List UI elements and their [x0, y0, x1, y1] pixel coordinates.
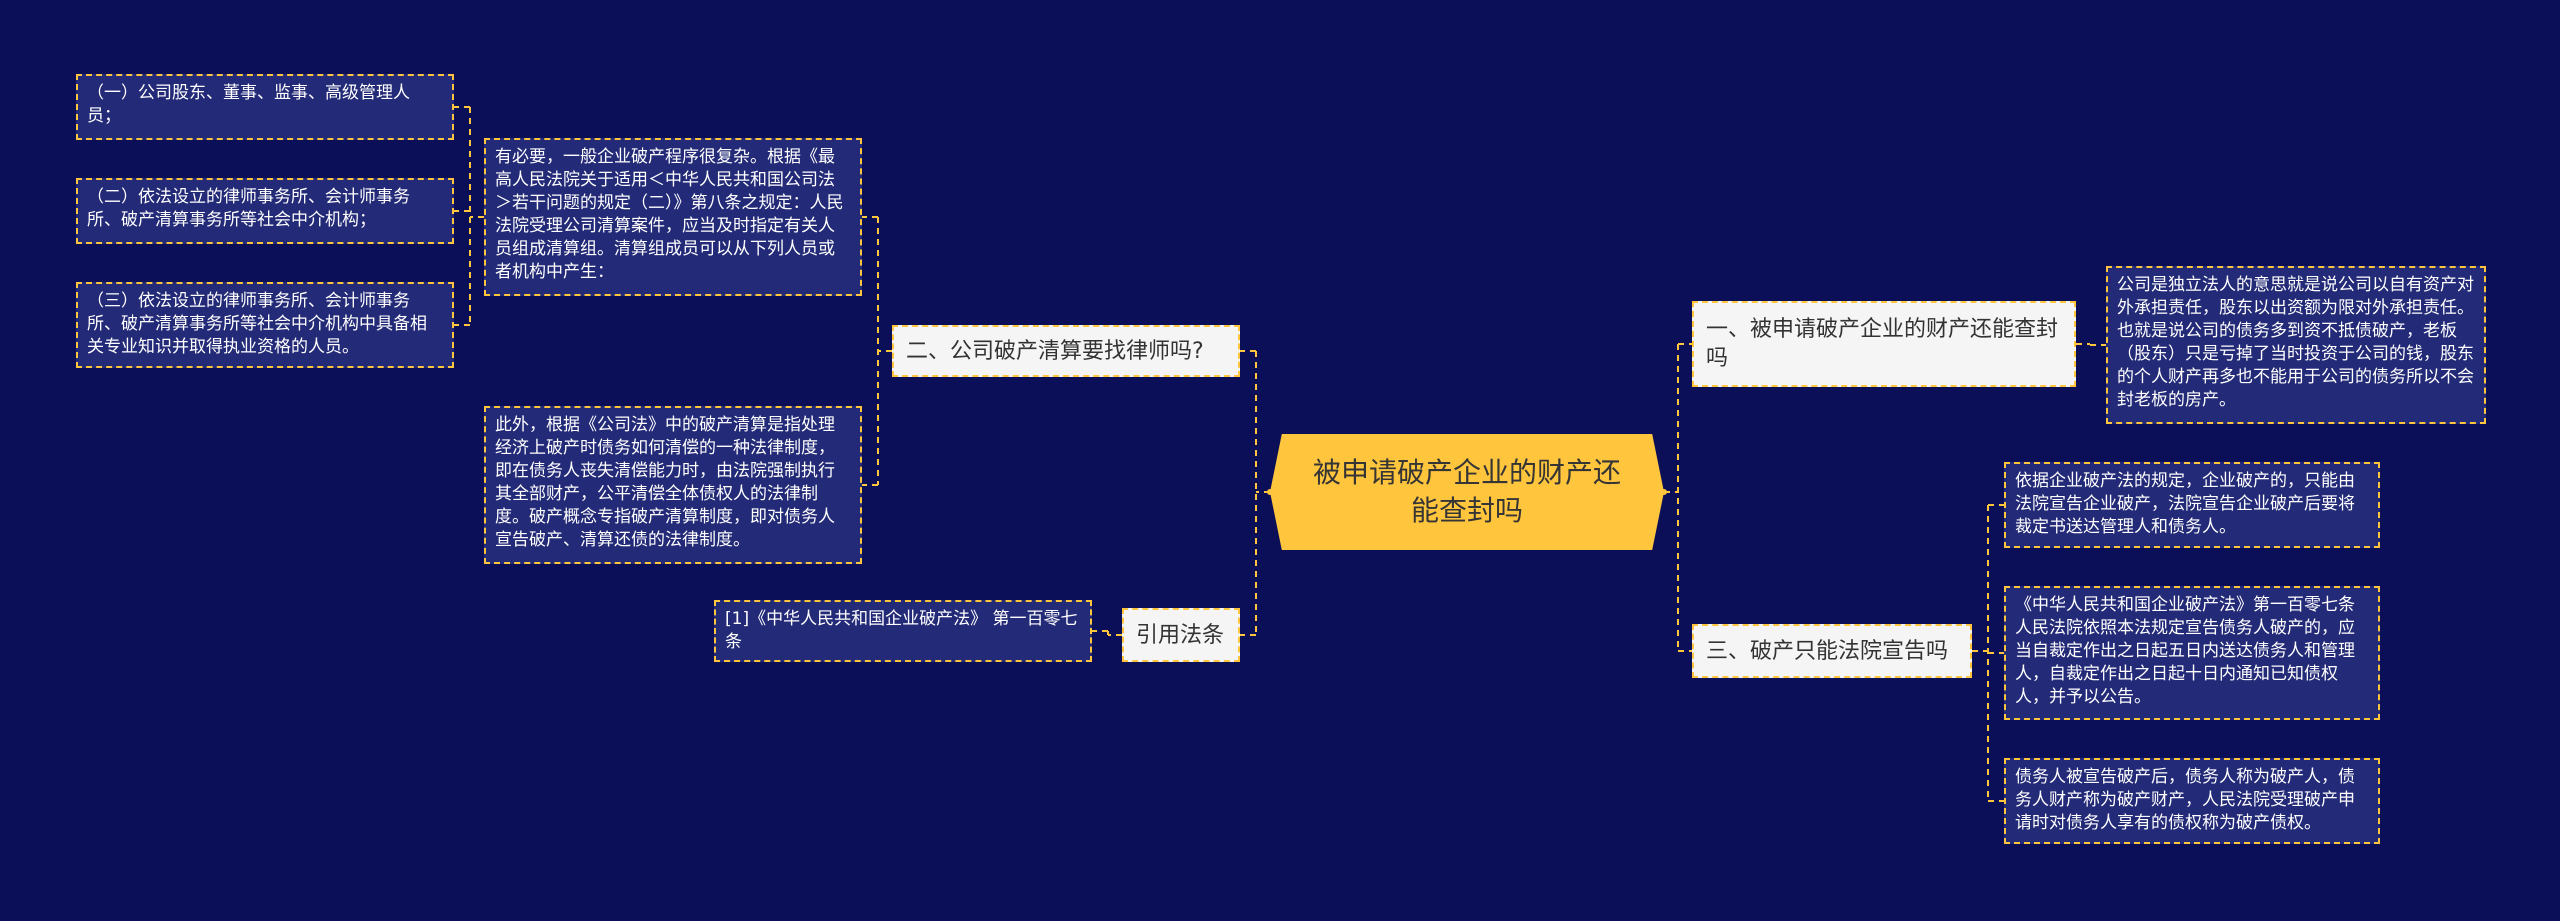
leaf-bankrupt-terms[interactable]: 债务人被宣告破产后，债务人称为破产人，债务人财产称为破产财产，人民法院受理破产申… [2004, 758, 2380, 844]
leaf-court-only-declaration[interactable]: 依据企业破产法的规定，企业破产的，只能由法院宣告企业破产，法院宣告企业破产后要将… [2004, 462, 2380, 548]
central-topic[interactable]: 被申请破产企业的财产还能查封吗 [1270, 434, 1664, 550]
leaf-bankruptcy-liquidation-definition[interactable]: 此外，根据《公司法》中的破产清算是指处理经济上破产时债务如何清偿的一种法律制度，… [484, 406, 862, 564]
leaf-text: 有必要，一般企业破产程序很复杂。根据《最高人民法院关于适用＜中华人民共和国公司法… [495, 147, 844, 282]
leaf-text: 依据企业破产法的规定，企业破产的，只能由法院宣告企业破产，法院宣告企业破产后要将… [2015, 471, 2355, 537]
leaf-text: （三）依法设立的律师事务所、会计师事务所、破产清算事务所等社会中介机构中具备相关… [87, 291, 427, 357]
subleaf-qualified-professionals[interactable]: （三）依法设立的律师事务所、会计师事务所、破产清算事务所等社会中介机构中具备相关… [76, 282, 454, 368]
branch-court-declaration[interactable]: 三、破产只能法院宣告吗 [1692, 624, 1972, 678]
subleaf-shareholders-directors[interactable]: （一）公司股东、董事、监事、高级管理人员； [76, 74, 454, 140]
leaf-text: （一）公司股东、董事、监事、高级管理人员； [87, 83, 410, 126]
leaf-independent-legal-person[interactable]: 公司是独立法人的意思就是说公司以自有资产对外承担责任，股东以出资额为限对外承担责… [2106, 266, 2486, 424]
branch-label: 引用法条 [1136, 622, 1225, 648]
branch-label: 三、破产只能法院宣告吗 [1706, 638, 1949, 664]
branch-cited-law[interactable]: 引用法条 [1122, 608, 1240, 662]
subleaf-intermediary-agencies[interactable]: （二）依法设立的律师事务所、会计师事务所、破产清算事务所等社会中介机构； [76, 178, 454, 244]
central-topic-label: 被申请破产企业的财产还能查封吗 [1312, 456, 1621, 527]
branch-label: 一、被申请破产企业的财产还能查封吗 [1706, 317, 2059, 371]
branch-property-seizure[interactable]: 一、被申请破产企业的财产还能查封吗 [1692, 301, 2076, 387]
leaf-text: 债务人被宣告破产后，债务人称为破产人，债务人财产称为破产财产，人民法院受理破产申… [2015, 767, 2355, 833]
leaf-text: 《中华人民共和国企业破产法》第一百零七条人民法院依照本法规定宣告债务人破产的，应… [2015, 595, 2355, 707]
branch-label: 二、公司破产清算要找律师吗? [906, 338, 1204, 364]
leaf-text: [1]《中华人民共和国企业破产法》 第一百零七条 [725, 609, 1078, 652]
leaf-text: 此外，根据《公司法》中的破产清算是指处理经济上破产时债务如何清偿的一种法律制度，… [495, 415, 835, 550]
leaf-citation-article-107[interactable]: [1]《中华人民共和国企业破产法》 第一百零七条 [714, 600, 1092, 662]
leaf-text: （二）依法设立的律师事务所、会计师事务所、破产清算事务所等社会中介机构； [87, 187, 410, 230]
leaf-article-107[interactable]: 《中华人民共和国企业破产法》第一百零七条人民法院依照本法规定宣告债务人破产的，应… [2004, 586, 2380, 720]
leaf-text: 公司是独立法人的意思就是说公司以自有资产对外承担责任，股东以出资额为限对外承担责… [2117, 275, 2474, 410]
branch-lawyer-needed[interactable]: 二、公司破产清算要找律师吗? [892, 325, 1240, 377]
leaf-liquidation-team-rule[interactable]: 有必要，一般企业破产程序很复杂。根据《最高人民法院关于适用＜中华人民共和国公司法… [484, 138, 862, 296]
